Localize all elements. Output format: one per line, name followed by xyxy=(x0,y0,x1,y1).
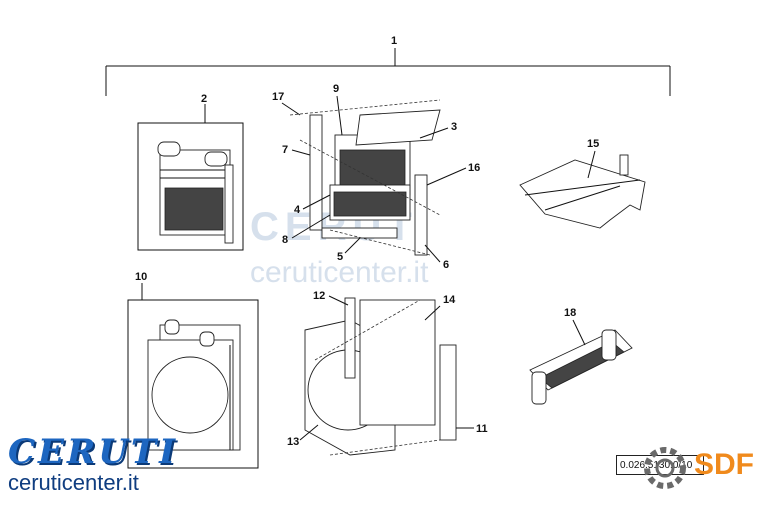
callout-4: 4 xyxy=(294,204,301,216)
callout-9: 9 xyxy=(333,83,339,95)
callout-13: 13 xyxy=(287,436,299,448)
callout-11: 11 xyxy=(476,423,488,435)
item-16-side-plate xyxy=(414,174,428,256)
item-10-box xyxy=(127,299,259,469)
item-2-box xyxy=(137,122,244,251)
callout-6: 6 xyxy=(443,259,449,271)
item-11-side-plate xyxy=(439,344,457,441)
callout-2: 2 xyxy=(201,93,207,105)
ceruti-url: ceruticenter.it xyxy=(8,470,139,495)
callout-14: 14 xyxy=(443,294,456,306)
callout-5: 5 xyxy=(337,251,343,263)
item-3-top-bracket xyxy=(355,109,441,146)
sdf-logo: SDF xyxy=(694,448,754,481)
callout-15: 15 xyxy=(587,138,599,150)
item-2-radiator xyxy=(157,141,234,244)
item-15-plate xyxy=(519,154,646,229)
callout-18: 18 xyxy=(564,307,576,319)
callout-10: 10 xyxy=(135,271,147,283)
item-5-bottom-plate xyxy=(321,227,398,239)
callout-16: 16 xyxy=(468,162,480,174)
callout-3: 3 xyxy=(451,121,457,133)
item-7-side-plate xyxy=(309,114,323,231)
item-14-radiator xyxy=(359,299,436,426)
callout-8: 8 xyxy=(282,234,288,246)
watermark-url: ceruticenter.it xyxy=(250,256,429,289)
callout-7: 7 xyxy=(282,144,288,156)
item-12-bracket xyxy=(344,297,356,379)
ceruti-logo: CERUTI xyxy=(8,432,179,472)
item-18-oil-cooler xyxy=(529,329,633,405)
callouts: 1 2 3 4 5 6 7 8 9 10 11 12 13 14 15 16 1… xyxy=(135,35,599,448)
callout-17: 17 xyxy=(272,91,284,103)
item-10-radiator-shroud xyxy=(147,319,241,451)
callout-12: 12 xyxy=(313,290,325,302)
callout-1: 1 xyxy=(391,35,397,47)
assembly-bracket xyxy=(105,48,671,96)
right-exploded-group xyxy=(304,297,457,456)
gear-icon xyxy=(644,447,686,489)
